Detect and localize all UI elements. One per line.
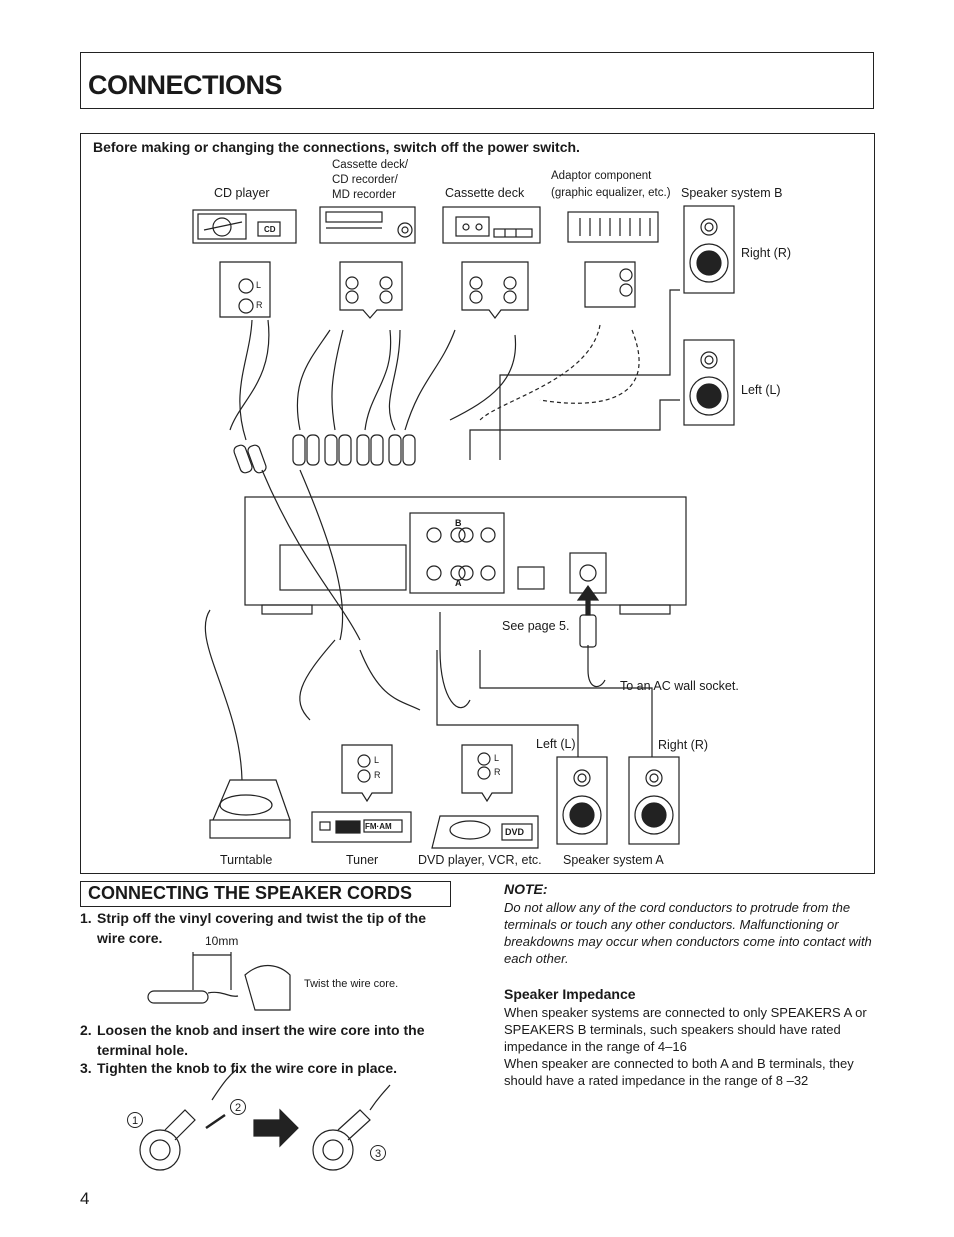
label-turntable: Turntable <box>220 853 273 867</box>
page-number: 4 <box>80 1189 90 1208</box>
twist-label: Twist the wire core. <box>304 978 399 990</box>
label-cassette-recorder-3: MD recorder <box>332 189 396 201</box>
label-right-b: Right (R) <box>741 246 792 260</box>
step-3-number: 3. <box>80 1060 92 1076</box>
cd-player-icon <box>192 209 297 244</box>
terminal-a-label: A <box>455 578 462 588</box>
step-2-number: 2. <box>80 1022 92 1038</box>
jack-l-dvd: L <box>494 753 500 763</box>
label-cassette-recorder-2: CD recorder/ <box>332 174 398 186</box>
tuner-icon <box>311 811 412 843</box>
step-1-number: 1. <box>80 910 92 926</box>
dvd-badge: DVD <box>505 827 525 837</box>
label-ac-socket: To an AC wall socket. <box>620 679 739 693</box>
tuner-badge: FM·AM <box>365 822 392 831</box>
impedance-paragraph-2: When speaker are connected to both A and… <box>504 1056 854 1088</box>
jack-r-tuner: R <box>374 770 381 780</box>
circled-2: 2 <box>230 1099 246 1115</box>
label-cd-player: CD player <box>214 186 270 200</box>
label-right-a: Right (R) <box>658 738 709 752</box>
speaker-a-left-icon <box>556 756 608 845</box>
cassette-deck-icon <box>442 206 541 244</box>
note-heading: NOTE: <box>504 881 548 897</box>
step-1: 1. Strip off the vinyl covering and twis… <box>80 909 460 949</box>
terminal-b-label: B <box>455 518 462 528</box>
dvd-player-icon <box>431 815 539 849</box>
jack-l-tuner: L <box>374 755 380 765</box>
speaker-a-right-icon <box>628 756 680 845</box>
step-3: 3. Tighten the knob to fix the wire core… <box>80 1059 460 1079</box>
speaker-b-right-icon <box>683 205 735 294</box>
label-tuner: Tuner <box>346 853 379 867</box>
jack-l-cd: L <box>256 280 262 290</box>
label-cassette-recorder-1: Cassette deck/ <box>332 159 409 171</box>
title-frame <box>80 52 874 109</box>
label-adaptor-2: (graphic equalizer, etc.) <box>551 187 671 199</box>
step-1-line-1: Strip off the vinyl covering and twist t… <box>97 910 427 926</box>
label-see-page: See page 5. <box>502 619 570 633</box>
label-left-b: Left (L) <box>741 383 781 397</box>
speaker-heading-frame <box>80 881 451 907</box>
jack-r-dvd: R <box>494 767 501 777</box>
step-3-line-1: Tighten the knob to fix the wire core in… <box>97 1060 398 1076</box>
label-dvd: DVD player, VCR, etc. <box>418 853 542 867</box>
circled-1: 1 <box>127 1112 143 1128</box>
step-2: 2. Loosen the knob and insert the wire c… <box>80 1021 460 1061</box>
wire-strip-illustration <box>147 952 291 1011</box>
step-2-line-1: Loosen the knob and insert the wire core… <box>97 1022 425 1038</box>
label-cassette-deck: Cassette deck <box>445 186 525 200</box>
amplifier-rear-panel <box>244 496 687 615</box>
note-body: Do not allow any of the cord conductors … <box>504 900 872 966</box>
step-1-line-2: wire core. <box>97 930 163 946</box>
diagram-frame <box>80 133 875 874</box>
rca-plug-cluster <box>233 434 416 474</box>
equalizer-icon <box>567 211 659 243</box>
terminal-knob-illustration <box>139 1069 391 1171</box>
power-warning: Before making or changing the connection… <box>93 139 580 155</box>
cd-recorder-icon <box>319 206 416 244</box>
measure-label: 10mm <box>205 934 239 948</box>
circled-3: 3 <box>370 1145 386 1161</box>
impedance-paragraph-1: When speaker systems are connected to on… <box>504 1005 867 1054</box>
turntable-icon <box>209 779 291 839</box>
speaker-b-left-icon <box>683 339 735 426</box>
jack-r-cd: R <box>256 300 263 310</box>
step-2-line-2: terminal hole. <box>97 1042 189 1058</box>
label-adaptor-1: Adaptor component <box>551 170 652 182</box>
label-left-a: Left (L) <box>536 737 576 751</box>
speaker-section-heading: CONNECTING THE SPEAKER CORDS <box>88 883 413 903</box>
label-speaker-a: Speaker system A <box>563 853 664 867</box>
label-speaker-b: Speaker system B <box>681 186 783 200</box>
cd-badge: CD <box>264 225 276 234</box>
page-title: CONNECTIONS <box>88 70 283 100</box>
impedance-heading: Speaker Impedance <box>504 986 636 1002</box>
